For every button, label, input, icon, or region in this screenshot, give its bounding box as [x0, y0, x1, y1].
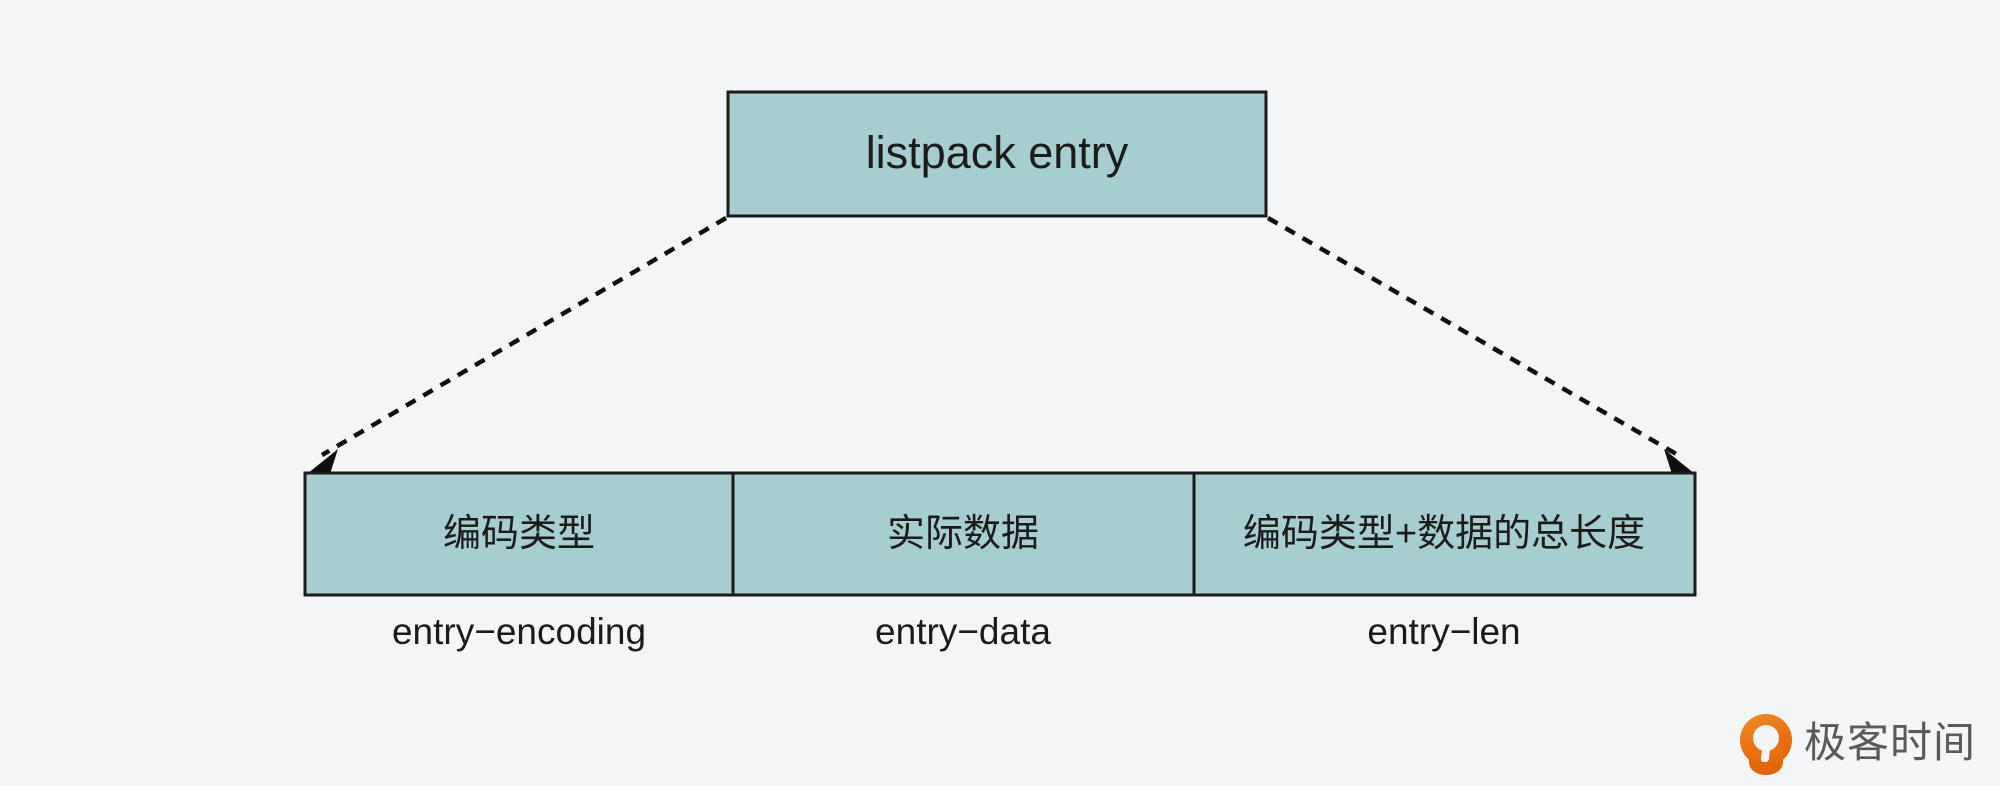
connector-left: [307, 216, 728, 474]
entry-field-bar: 编码类型 实际数据 编码类型+数据的总长度: [303, 471, 1697, 597]
caption-entry-encoding: entry−encoding: [392, 611, 646, 652]
caption-entry-data: entry−data: [875, 611, 1051, 652]
connector-left-line: [320, 216, 728, 457]
field-label-entry-len: 编码类型+数据的总长度: [1243, 513, 1645, 555]
connector-left-arrowhead: [307, 449, 338, 474]
connector-right-line: [1266, 216, 1680, 457]
geektime-logo-icon: [1739, 714, 1792, 775]
field-bar-rect: [303, 471, 1697, 597]
parent-block-label: listpack entry: [866, 127, 1129, 178]
caption-entry-len: entry−len: [1367, 611, 1520, 652]
connector-right: [1266, 216, 1695, 474]
entry-field-captions: entry−encoding entry−data entry−len: [392, 611, 1521, 652]
field-label-entry-encoding: 编码类型: [443, 513, 595, 555]
connector-right-arrowhead: [1664, 449, 1695, 474]
parent-block-rect: [726, 90, 1268, 218]
listpack-entry-parent-block: listpack entry: [726, 90, 1268, 218]
watermark-label: 极客时间: [1803, 719, 1976, 766]
field-label-entry-data: 实际数据: [887, 513, 1039, 555]
geektime-watermark: 极客时间: [1739, 714, 1976, 775]
